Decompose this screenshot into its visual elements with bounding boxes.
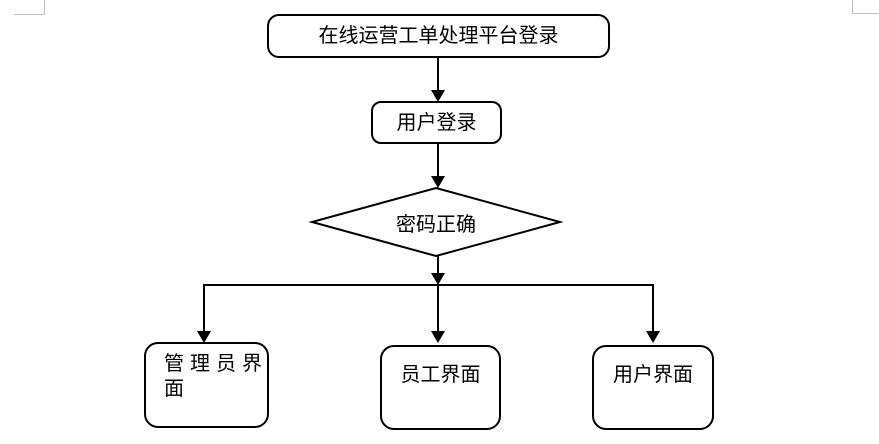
connector-decision-to-junction-arrowhead [431,273,445,285]
branch-arrowhead-admin [197,331,211,343]
node-user-interface[interactable]: 用户界面 [592,345,714,430]
node-user-login[interactable]: 用户登录 [371,101,502,144]
page-margin-mark-top-left-horizontal [14,14,45,15]
page-margin-mark-top-right-vertical [852,0,853,14]
node-admin-interface-label-line2: 面 [164,378,184,400]
node-staff-interface[interactable]: 员工界面 [380,345,501,430]
branch-rail-line [203,284,654,331]
node-user-interface-label: 用户界面 [613,364,693,386]
decision-diamond-shape[interactable] [308,186,564,258]
node-user-login-label: 用户登录 [396,111,477,134]
branch-arrowhead-user [646,331,660,343]
branch-arrowhead-staff [431,331,445,343]
page-margin-mark-top-right-horizontal [852,13,879,14]
node-platform-login-label: 在线运营工单处理平台登录 [318,25,559,47]
node-admin-interface-label-line1: 管理员界 [164,353,262,375]
page-margin-mark-top-left-vertical [44,0,45,15]
node-staff-interface-label: 员工界面 [400,364,481,386]
node-admin-interface[interactable]: 管理员界 面 [144,342,269,428]
node-platform-login[interactable]: 在线运营工单处理平台登录 [267,14,610,58]
connector-title-to-login-arrowhead [431,90,445,102]
connector-login-to-decision-arrowhead [431,176,445,188]
